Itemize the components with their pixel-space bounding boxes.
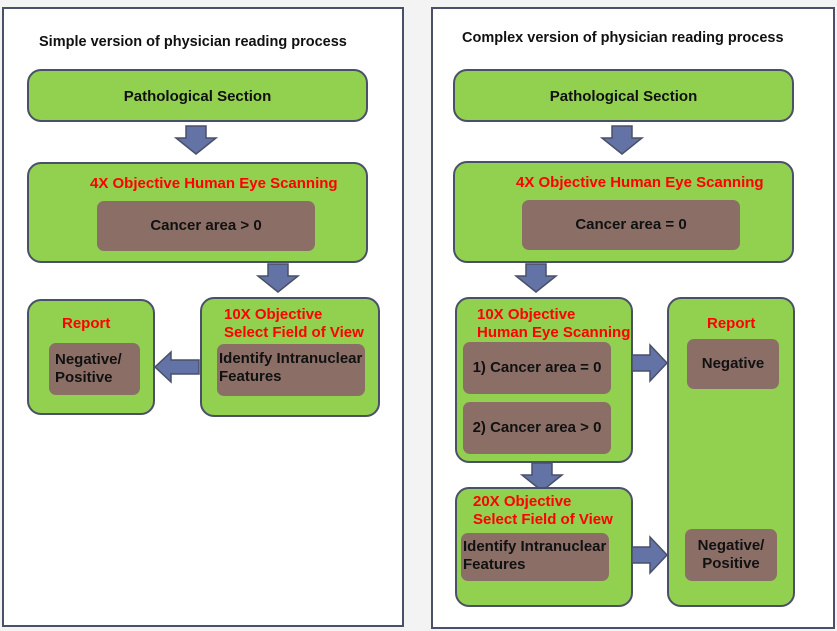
right-arrow-icon (631, 535, 669, 575)
left-arrow-icon (153, 350, 200, 384)
stage-4x-box: 4X Objective Human Eye Scanning Cancer a… (453, 161, 794, 263)
stage-10x-title-line2: Human Eye Scanning (477, 324, 631, 341)
report-box: Report Negative Negative/ Positive (667, 297, 795, 607)
down-arrow-icon (520, 462, 564, 492)
stage-10x-box: 10X Objective Select Field of View Ident… (200, 297, 380, 417)
right-arrow-icon (631, 343, 669, 383)
report-box: Report Negative/ Positive (27, 299, 155, 415)
case-cancer-positive: 2) Cancer area > 0 (463, 402, 611, 454)
stage-10x-title-line1: 10X Objective (224, 306, 323, 323)
down-arrow-icon (174, 125, 218, 155)
stage-20x-title-line1: 20X Objective (473, 493, 572, 510)
stage-10x-title-line2: Select Field of View (224, 324, 364, 341)
stage-20x-title-line2: Select Field of View (473, 511, 613, 528)
cancer-area-result: Cancer area = 0 (522, 200, 740, 250)
intranuclear-line1: Identify Intranuclear (463, 538, 607, 555)
down-arrow-icon (514, 263, 558, 293)
intranuclear-line1: Identify Intranuclear (219, 350, 363, 367)
pathological-section-label: Pathological Section (123, 88, 272, 105)
report-title: Report (707, 315, 756, 332)
case-cancer-zero: 1) Cancer area = 0 (463, 342, 611, 394)
report-negative: Negative (687, 339, 779, 389)
report-result: Negative/ Positive (49, 343, 140, 395)
report-result-line1: Negative/ (697, 537, 765, 554)
pathological-section-box: Pathological Section (27, 69, 368, 122)
complex-process-title: Complex version of physician reading pro… (462, 30, 784, 46)
pathological-section-box: Pathological Section (453, 69, 794, 122)
down-arrow-icon (256, 263, 300, 293)
pathological-section-label: Pathological Section (549, 88, 698, 105)
cancer-area-result: Cancer area > 0 (97, 201, 315, 251)
intranuclear-features-box: Identify Intranuclear Features (461, 533, 609, 581)
stage-4x-title: 4X Objective Human Eye Scanning (90, 175, 338, 192)
stage-4x-box: 4X Objective Human Eye Scanning Cancer a… (27, 162, 368, 263)
down-arrow-icon (600, 125, 644, 155)
stage-20x-box: 20X Objective Select Field of View Ident… (455, 487, 633, 607)
report-result-line2: Positive (55, 369, 113, 386)
report-negative-positive: Negative/ Positive (685, 529, 777, 581)
intranuclear-line2: Features (219, 368, 282, 385)
simple-process-title: Simple version of physician reading proc… (39, 34, 347, 50)
report-result-line1: Negative/ (55, 351, 122, 368)
report-title: Report (62, 315, 111, 332)
stage-10x-title-line1: 10X Objective (477, 306, 576, 323)
intranuclear-features-box: Identify Intranuclear Features (217, 344, 365, 396)
intranuclear-line2: Features (463, 556, 526, 573)
report-result-line2: Positive (702, 555, 760, 572)
stage-10x-box: 10X Objective Human Eye Scanning 1) Canc… (455, 297, 633, 463)
stage-4x-title: 4X Objective Human Eye Scanning (516, 174, 764, 191)
